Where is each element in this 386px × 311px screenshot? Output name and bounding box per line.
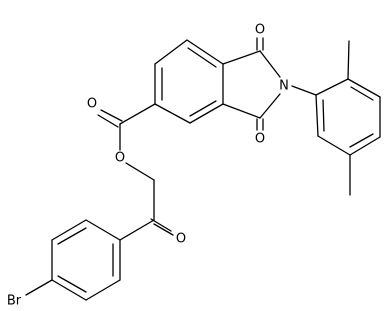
atom-o-ketone-top: O [255, 23, 265, 38]
bromophenyl-ring [25, 219, 121, 301]
atom-label-o-acyl-ketone: O [176, 232, 186, 247]
atom-o-acyl-ketone: O [176, 232, 186, 247]
atom-label-n-imide: N [279, 79, 289, 94]
atom-n-imide: N [279, 79, 289, 94]
acyl-ketone-group [119, 179, 174, 241]
atom-o-ester-single: O [115, 151, 125, 166]
phthalimide-benzene-ring [154, 39, 224, 124]
atom-label-o-ketone-bottom: O [255, 132, 265, 147]
imide-ring [222, 50, 281, 119]
atom-label-o-ester-single: O [115, 151, 125, 166]
atom-label-o-ketone-top: O [255, 23, 265, 38]
imide-carbonyl-bonds [256, 37, 264, 131]
atom-o-ketone-bottom: O [255, 132, 265, 147]
ester-group [97, 103, 156, 181]
atom-label-br: Br [7, 294, 22, 309]
dimethylphenyl-ring [291, 40, 381, 196]
atom-o-ester-carbonyl: O [87, 97, 97, 112]
atom-label-o-ester-carbonyl: O [87, 97, 97, 112]
atom-br: Br [7, 294, 22, 309]
